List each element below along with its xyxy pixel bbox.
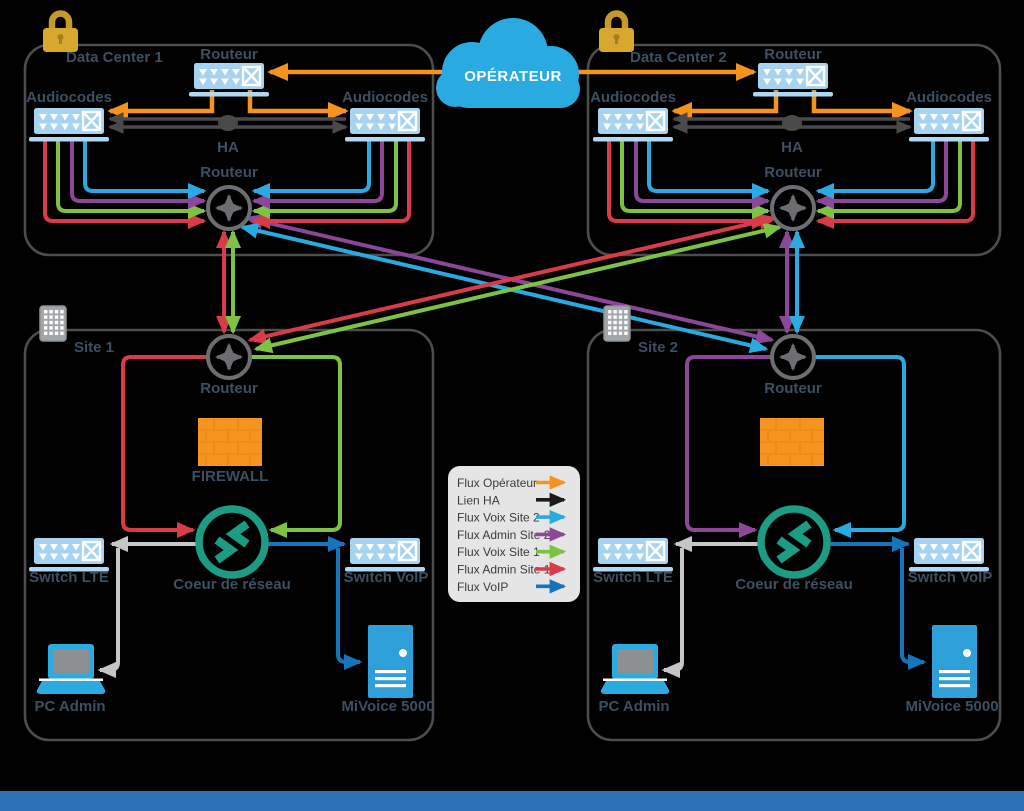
site1-core-icon bbox=[199, 509, 265, 575]
operator-cloud: OPÉRATEUR bbox=[267, 18, 757, 108]
legend-item-label: Lien HA bbox=[457, 493, 500, 507]
dc1-ha-label: HA bbox=[217, 139, 239, 156]
site1-pc-admin-icon bbox=[36, 644, 106, 694]
legend-item-label: Flux Opérateur bbox=[457, 476, 537, 490]
site1-title: Site 1 bbox=[74, 339, 114, 356]
site2-router-label: Routeur bbox=[764, 380, 822, 397]
site1-switch-voip-icon bbox=[343, 536, 427, 573]
dc1-audiocodes-left-icon bbox=[27, 106, 111, 143]
dc1-router-wan-icon bbox=[187, 61, 271, 98]
legend-item-label: Flux Admin Site 2 bbox=[457, 528, 551, 542]
legend-item-label: Flux Voix Site 2 bbox=[457, 511, 540, 525]
dc2-router-wan-icon bbox=[751, 61, 835, 98]
site1-pc-admin-label: PC Admin bbox=[34, 698, 105, 715]
lock-icon bbox=[43, 14, 78, 52]
site1-mivoice-label: MiVoice 5000 bbox=[341, 698, 434, 715]
legend-item-label: Flux Voix Site 1 bbox=[457, 545, 540, 559]
datacenter-2: Data Center 2 Routeur HA Audiocodes Audi… bbox=[590, 14, 992, 229]
site2-title: Site 2 bbox=[638, 339, 678, 356]
dc2-router-wan-label: Routeur bbox=[764, 46, 822, 63]
site2-voip-to-server bbox=[900, 548, 927, 670]
site1-router-label: Routeur bbox=[200, 380, 258, 397]
dc2-audiocodes-left-label: Audiocodes bbox=[590, 89, 676, 106]
cloud-icon bbox=[436, 18, 580, 108]
flow-operator-dc1-left bbox=[107, 90, 215, 120]
datacenter-1: Data Center 1 Routeur HA Audiocodes Audi… bbox=[26, 14, 428, 229]
site1-firewall-icon bbox=[197, 417, 263, 467]
site1-firewall-label: FIREWALL bbox=[192, 468, 269, 485]
site2-core-icon bbox=[761, 509, 827, 575]
site2-core-label: Coeur de réseau bbox=[735, 576, 853, 593]
dc1-router-lan-label: Routeur bbox=[200, 164, 258, 181]
lock-icon bbox=[599, 14, 634, 52]
dc1-audiocodes-right-label: Audiocodes bbox=[342, 89, 428, 106]
dc2-audiocodes-right-icon bbox=[907, 106, 991, 143]
site-2: Site 2 Routeur Coeur de réseau Switch LT… bbox=[591, 305, 999, 715]
site1-router-icon bbox=[208, 336, 250, 378]
dc1-title: Data Center 1 bbox=[66, 49, 163, 66]
site1-admin-flow bbox=[121, 355, 208, 538]
dc2-router-lan-label: Routeur bbox=[764, 164, 822, 181]
site1-voip-to-server bbox=[336, 548, 363, 670]
site2-switch-voip-icon bbox=[907, 536, 991, 573]
flow-operator-dc2-right bbox=[811, 90, 913, 120]
building-icon bbox=[39, 305, 67, 342]
site1-switch-voip-label: Switch VoIP bbox=[344, 569, 429, 586]
dc2-router-lan-icon bbox=[772, 187, 814, 229]
legend-item-label: Flux VoIP bbox=[457, 580, 508, 594]
footer-bar bbox=[0, 791, 1024, 811]
site1-lte-to-pc bbox=[97, 548, 120, 678]
site2-switch-voip-label: Switch VoIP bbox=[908, 569, 993, 586]
dc1-router-lan-icon bbox=[208, 187, 250, 229]
site2-mivoice-label: MiVoice 5000 bbox=[905, 698, 998, 715]
dc1-audiocodes-right-icon bbox=[343, 106, 427, 143]
dc1-ha-break bbox=[218, 115, 238, 131]
dc2-title: Data Center 2 bbox=[630, 49, 727, 66]
flow-operator-dc2-left bbox=[671, 90, 779, 120]
dc2-audiocodes-left-icon bbox=[591, 106, 675, 143]
site1-switch-lte-label: Switch LTE bbox=[29, 569, 109, 586]
flow-operator-dc1-right bbox=[247, 90, 349, 120]
dc2-ha-break bbox=[782, 115, 802, 131]
site2-mivoice-icon bbox=[932, 625, 977, 698]
site2-pc-admin-icon bbox=[600, 644, 670, 694]
site2-router-icon bbox=[772, 336, 814, 378]
site2-voix-flow bbox=[814, 355, 906, 538]
legend: Flux Opérateur Lien HA Flux Voix Site 2 … bbox=[448, 466, 580, 602]
dc2-ha-label: HA bbox=[781, 139, 803, 156]
site1-voix-flow bbox=[250, 355, 342, 538]
dc1-audiocodes-left-label: Audiocodes bbox=[26, 89, 112, 106]
site2-switch-lte-label: Switch LTE bbox=[593, 569, 673, 586]
site-1: Site 1 Routeur FIREWALL Coeur de réseau … bbox=[27, 305, 435, 715]
site2-firewall-icon bbox=[759, 417, 825, 467]
site1-switch-lte-icon bbox=[27, 536, 111, 573]
site2-admin-flow bbox=[685, 355, 772, 538]
site2-lte-to-pc bbox=[661, 548, 684, 678]
site1-mivoice-icon bbox=[368, 625, 413, 698]
site2-switch-lte-icon bbox=[591, 536, 675, 573]
flow-voix-site1-dc2-site1 bbox=[253, 222, 783, 354]
cloud-label: OPÉRATEUR bbox=[464, 68, 562, 85]
building-icon bbox=[603, 305, 631, 342]
dc1-router-wan-label: Routeur bbox=[200, 46, 258, 63]
site2-pc-admin-label: PC Admin bbox=[598, 698, 669, 715]
legend-item-label: Flux Admin Site 1 bbox=[457, 563, 551, 577]
dc2-audiocodes-right-label: Audiocodes bbox=[906, 89, 992, 106]
site1-core-label: Coeur de réseau bbox=[173, 576, 291, 593]
